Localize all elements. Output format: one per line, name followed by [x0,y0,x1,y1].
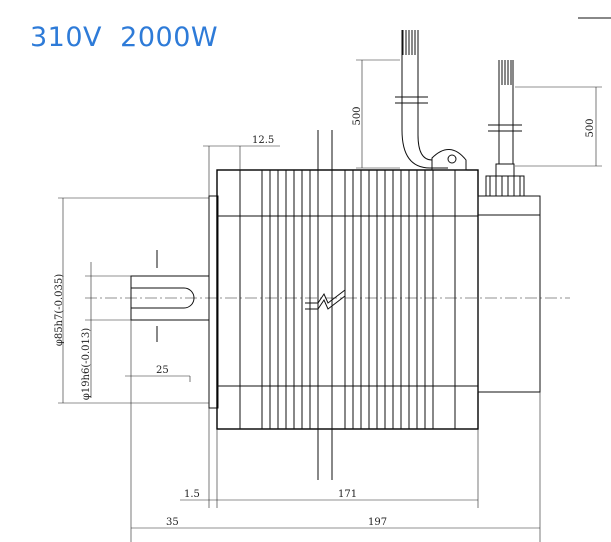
cable-length-right-label: 500 [585,118,596,137]
body-length-label: 171 [338,489,357,500]
flange-thickness-label: 1.5 [184,489,200,500]
rear-housing [477,163,541,393]
shaft-diameter-label: φ19h6(-0.013) [81,328,92,400]
dimension-cable-left: 500 [352,59,400,169]
drawing-title: 310V 2000W [30,22,219,53]
shaft-key-length-label: 25 [156,365,169,376]
cable-length-left-label: 500 [352,106,363,125]
total-length-label: 197 [368,517,387,528]
flange-offset-label: 12.5 [252,135,274,146]
dimension-pilot-diameter: φ85h7(-0.035) [54,197,209,404]
dimension-shaft-diameter: φ19h6(-0.013) [81,262,131,400]
dimension-flange-offset: 12.5 [203,135,280,196]
flange [208,195,219,409]
dimension-cable-right: 500 [515,86,602,167]
dimension-total: 35 197 [130,382,541,542]
cable-right [488,60,522,164]
dimension-shaft-key: 25 [125,320,191,382]
shaft [130,250,210,342]
pilot-diameter-label: φ85h7(-0.035) [54,274,65,346]
shaft-length-label: 35 [166,517,179,528]
dimension-body: 1.5 171 [180,408,479,508]
cable-left [395,30,467,171]
motor-body [216,130,479,480]
